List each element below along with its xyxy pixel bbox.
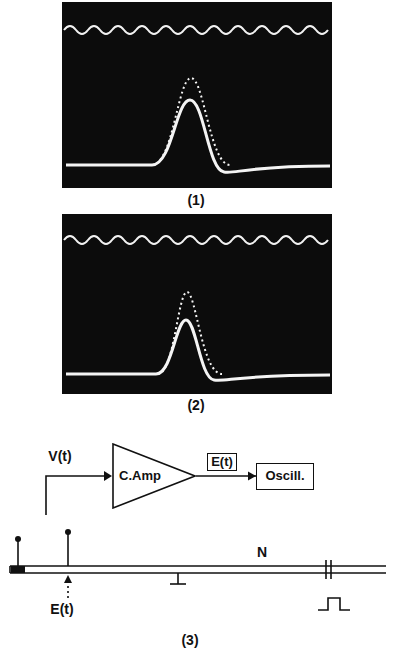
schematic	[10, 476, 386, 610]
reference-sine	[64, 26, 328, 34]
line-termination	[11, 566, 25, 573]
line-name: N	[257, 545, 267, 560]
arrow-head	[248, 472, 256, 481]
signal-arrow	[196, 472, 256, 481]
input-wire	[46, 476, 104, 515]
ground-symbol	[177, 573, 179, 584]
signal-name: E(t)	[207, 453, 237, 471]
reference-sine	[64, 236, 328, 244]
line-conductor	[10, 572, 386, 574]
measured-pulse	[66, 100, 330, 172]
field-arrow	[67, 582, 69, 598]
probe-tip	[15, 536, 21, 542]
oscilloscope-photo	[62, 2, 332, 188]
arrow-head	[104, 471, 112, 481]
signal-name: E(t)	[50, 602, 73, 617]
capacitor-symbol	[330, 560, 332, 579]
amplifier-triangle: C.Amp	[112, 443, 196, 509]
probe-tip	[65, 529, 71, 535]
pulse-symbol	[318, 598, 350, 610]
oscilloscope-photo	[62, 214, 332, 394]
line-conductor	[10, 565, 386, 567]
calculated-pulse	[152, 78, 230, 165]
calculated-pulse	[158, 292, 222, 374]
probe-rod	[67, 533, 69, 566]
oscilloscope-box: Oscill.	[256, 463, 314, 490]
signal-name: V(t)	[48, 449, 71, 464]
capacitor-symbol	[325, 560, 327, 579]
line-end	[9, 566, 11, 573]
probe-rod	[17, 540, 19, 566]
ground-symbol	[170, 583, 186, 585]
node-text: C.Amp	[119, 469, 161, 483]
figure-number: (1)	[187, 193, 204, 208]
figure-number: (2)	[187, 398, 204, 413]
node-text: Oscill.	[265, 469, 304, 483]
measured-pulse	[66, 320, 330, 380]
arrow-head	[64, 575, 72, 583]
figure-number: (3)	[181, 633, 198, 648]
connector-line	[196, 475, 256, 477]
